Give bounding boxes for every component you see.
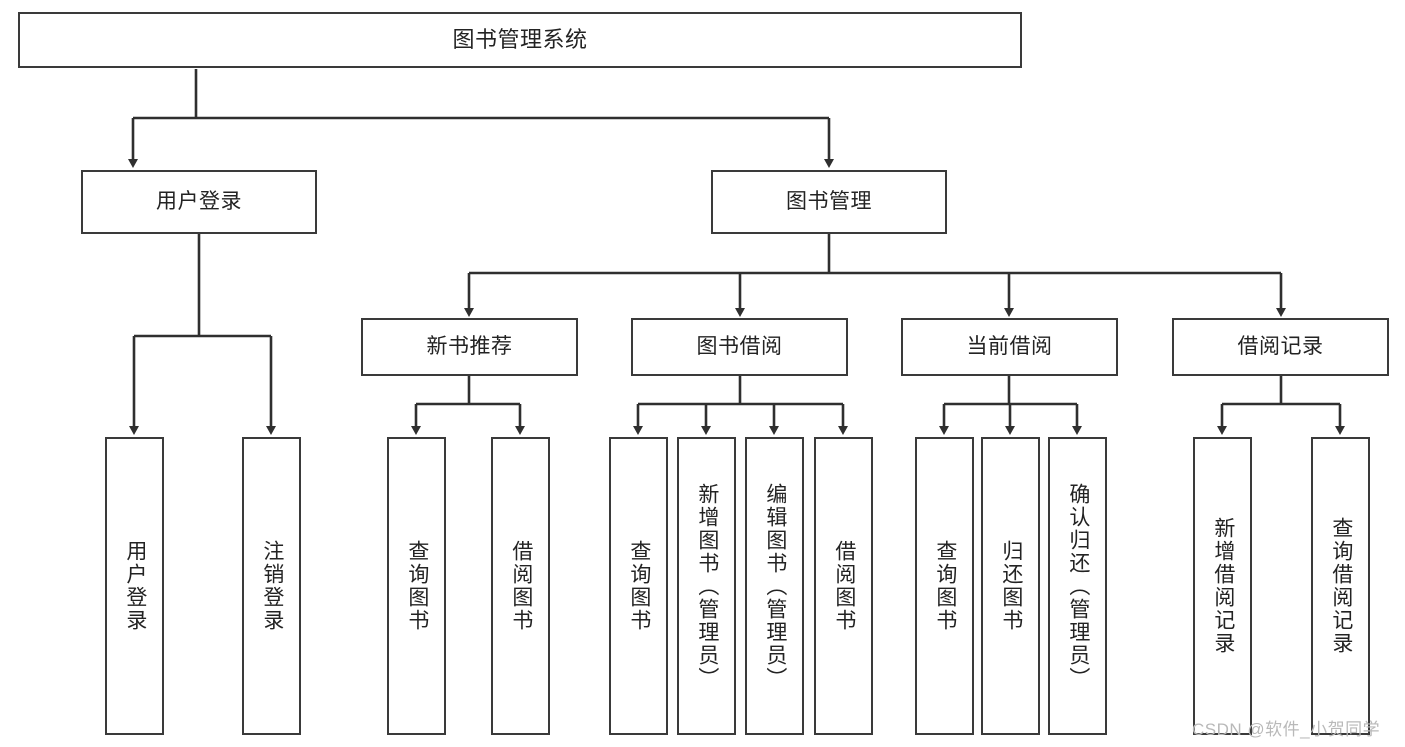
- node-label: 查询图书: [933, 540, 957, 632]
- node-label: 编辑图书（管理员）: [763, 482, 787, 690]
- leaf-query-book-borrow[interactable]: 查询图书: [609, 437, 668, 735]
- node-label: 图书借阅: [696, 335, 783, 359]
- leaf-add-book-admin[interactable]: 新增图书（管理员）: [677, 437, 736, 735]
- node-label: 注销登录: [260, 540, 284, 632]
- node-label: 借阅图书: [832, 540, 856, 632]
- leaf-query-book-current[interactable]: 查询图书: [915, 437, 974, 735]
- leaf-borrow-book-recommend[interactable]: 借阅图书: [491, 437, 550, 735]
- node-label: 确认归还（管理员）: [1066, 482, 1090, 690]
- node-label: 图书管理系统: [452, 26, 588, 52]
- node-borrow-record[interactable]: 借阅记录: [1172, 318, 1389, 376]
- leaf-user-login[interactable]: 用户登录: [105, 437, 164, 735]
- leaf-edit-book-admin[interactable]: 编辑图书（管理员）: [745, 437, 804, 735]
- leaf-logout[interactable]: 注销登录: [242, 437, 301, 735]
- leaf-query-book-recommend[interactable]: 查询图书: [387, 437, 446, 735]
- leaf-query-borrow-record[interactable]: 查询借阅记录: [1311, 437, 1370, 735]
- node-label: 用户登录: [123, 540, 147, 632]
- node-label: 新增借阅记录: [1211, 517, 1235, 655]
- leaf-return-book[interactable]: 归还图书: [981, 437, 1040, 735]
- node-label: 查询图书: [627, 540, 651, 632]
- node-label: 新增图书（管理员）: [695, 482, 719, 690]
- leaf-add-borrow-record[interactable]: 新增借阅记录: [1193, 437, 1252, 735]
- node-label: 归还图书: [999, 540, 1023, 632]
- csdn-watermark: CSDN @软件_小贺同学: [1192, 720, 1381, 739]
- node-label: 查询图书: [405, 540, 429, 632]
- node-label: 用户登录: [156, 190, 242, 214]
- node-label: 查询借阅记录: [1329, 517, 1353, 655]
- node-root-system[interactable]: 图书管理系统: [18, 12, 1022, 68]
- node-current-borrow[interactable]: 当前借阅: [901, 318, 1118, 376]
- node-label: 新书推荐: [426, 335, 513, 359]
- node-label: 当前借阅: [966, 335, 1053, 359]
- leaf-borrow-book[interactable]: 借阅图书: [814, 437, 873, 735]
- node-label: 图书管理: [786, 190, 872, 214]
- node-user-login[interactable]: 用户登录: [81, 170, 317, 234]
- node-book-borrow[interactable]: 图书借阅: [631, 318, 848, 376]
- leaf-confirm-return-admin[interactable]: 确认归还（管理员）: [1048, 437, 1107, 735]
- node-label: 借阅记录: [1237, 335, 1324, 359]
- node-label: 借阅图书: [509, 540, 533, 632]
- node-new-book-recommend[interactable]: 新书推荐: [361, 318, 578, 376]
- node-book-management[interactable]: 图书管理: [711, 170, 947, 234]
